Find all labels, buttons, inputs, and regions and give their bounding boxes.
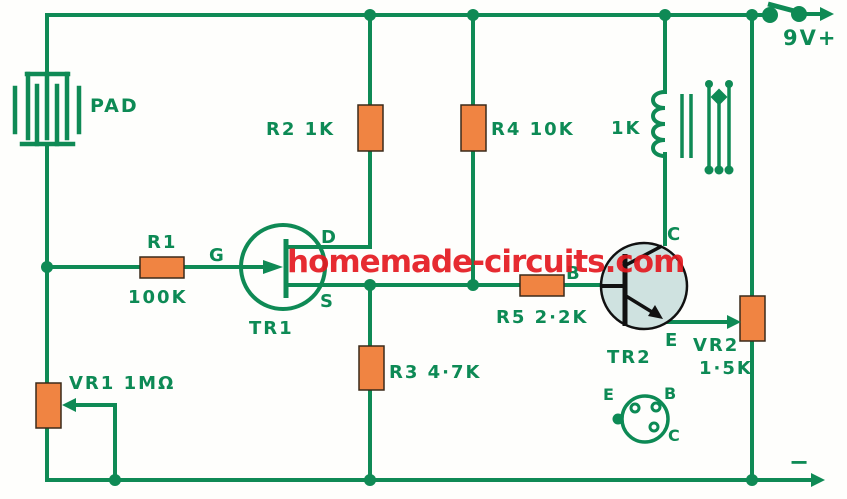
- junction-dot: [467, 279, 479, 291]
- pinout-case-circle: [620, 394, 670, 444]
- junction-dot: [746, 9, 758, 21]
- transistor-tr2: [599, 241, 689, 331]
- junction-dot: [364, 9, 376, 21]
- relay-contact-dot: [714, 165, 724, 175]
- potentiometer-vr1: [35, 382, 62, 429]
- resistor-r4: [460, 104, 487, 152]
- vr2-name-label: VR2: [693, 335, 739, 356]
- ground-arrowhead: [811, 473, 825, 487]
- relay-contact-dot: [705, 80, 713, 88]
- relay: [651, 80, 734, 175]
- vr1-label: VR1 1MΩ: [69, 373, 175, 394]
- vr1-wiper-arrowhead: [62, 398, 76, 412]
- junction-dot: [659, 9, 671, 21]
- r1-name-label: R1: [147, 232, 177, 253]
- resistors: [35, 104, 766, 429]
- tr1-drain-label: D: [321, 227, 338, 248]
- relay-coil-value-label: 1K: [611, 118, 641, 139]
- junction-dot: [364, 279, 376, 291]
- switch-contact-dot: [762, 7, 778, 23]
- junction-dot: [109, 474, 121, 486]
- touch-pad-symbol: [12, 71, 82, 147]
- tr2-pinout-diagram: [612, 394, 670, 444]
- tr2-collector-lead: [625, 244, 663, 267]
- pinout-pin-b: [650, 401, 662, 413]
- resistor-r2: [357, 104, 384, 152]
- supply-arrowhead: [820, 7, 834, 21]
- r1-value-label: 100K: [128, 287, 188, 308]
- pinout-pin-e: [629, 402, 641, 414]
- supply-negative-label: −: [789, 448, 811, 476]
- junction-dot: [364, 474, 376, 486]
- wire-vr1-wiper-return: [66, 403, 117, 482]
- junction-dot: [746, 474, 758, 486]
- tr2-base-label: B: [566, 263, 582, 284]
- relay-contact-dot: [724, 165, 734, 175]
- wire-drain-r2-column: [286, 13, 372, 249]
- tr2-collector-label: C: [667, 224, 682, 245]
- tr2-emitter-lead: [625, 294, 653, 314]
- r4-label: R4 10K: [491, 119, 575, 140]
- junction-dot: [41, 261, 53, 273]
- junction-dot: [467, 9, 479, 21]
- r5-label: R5 2·2K: [496, 307, 589, 328]
- switch-lever: [767, 1, 799, 15]
- supply-positive-label: 9V+: [783, 26, 837, 50]
- tr1-gate-arrowhead: [263, 260, 283, 274]
- tr1-body-circle: [239, 223, 327, 311]
- r3-label: R3 4·7K: [389, 362, 482, 383]
- tr1-gate-label: G: [209, 245, 226, 266]
- pinout-case-tab: [612, 413, 624, 425]
- pinout-c-label: C: [668, 426, 682, 445]
- relay-armature-diamond: [710, 88, 728, 106]
- resistor-r1: [139, 256, 185, 279]
- resistor-r3: [358, 345, 385, 391]
- transistor-tr1: [239, 223, 327, 311]
- tr1-label: TR1: [249, 318, 294, 339]
- watermark-text: homemade-circuits.com: [287, 244, 684, 280]
- relay-contact-dot: [725, 80, 733, 88]
- tr1-source-label: S: [320, 291, 335, 312]
- relay-coil: [651, 90, 666, 158]
- relay-contact-dot: [704, 165, 714, 175]
- junction-dots: [41, 9, 758, 486]
- tr2-emitter-arrowhead: [648, 305, 663, 319]
- vr2-value-label: 1·5K: [699, 358, 753, 379]
- pinout-e-label: E: [603, 385, 616, 404]
- r2-label: R2 1K: [266, 119, 335, 140]
- pinout-pin-c: [648, 421, 660, 433]
- pad-label: PAD: [90, 95, 139, 117]
- resistor-r5: [519, 274, 565, 297]
- power-switch: [762, 1, 834, 23]
- wires: [45, 12, 822, 482]
- pinout-b-label: B: [664, 384, 678, 403]
- tr2-label: TR2: [607, 347, 652, 368]
- vr2-wiper-arrowhead: [727, 315, 741, 329]
- potentiometer-vr2: [739, 295, 766, 342]
- tr2-emitter-label: E: [665, 330, 679, 351]
